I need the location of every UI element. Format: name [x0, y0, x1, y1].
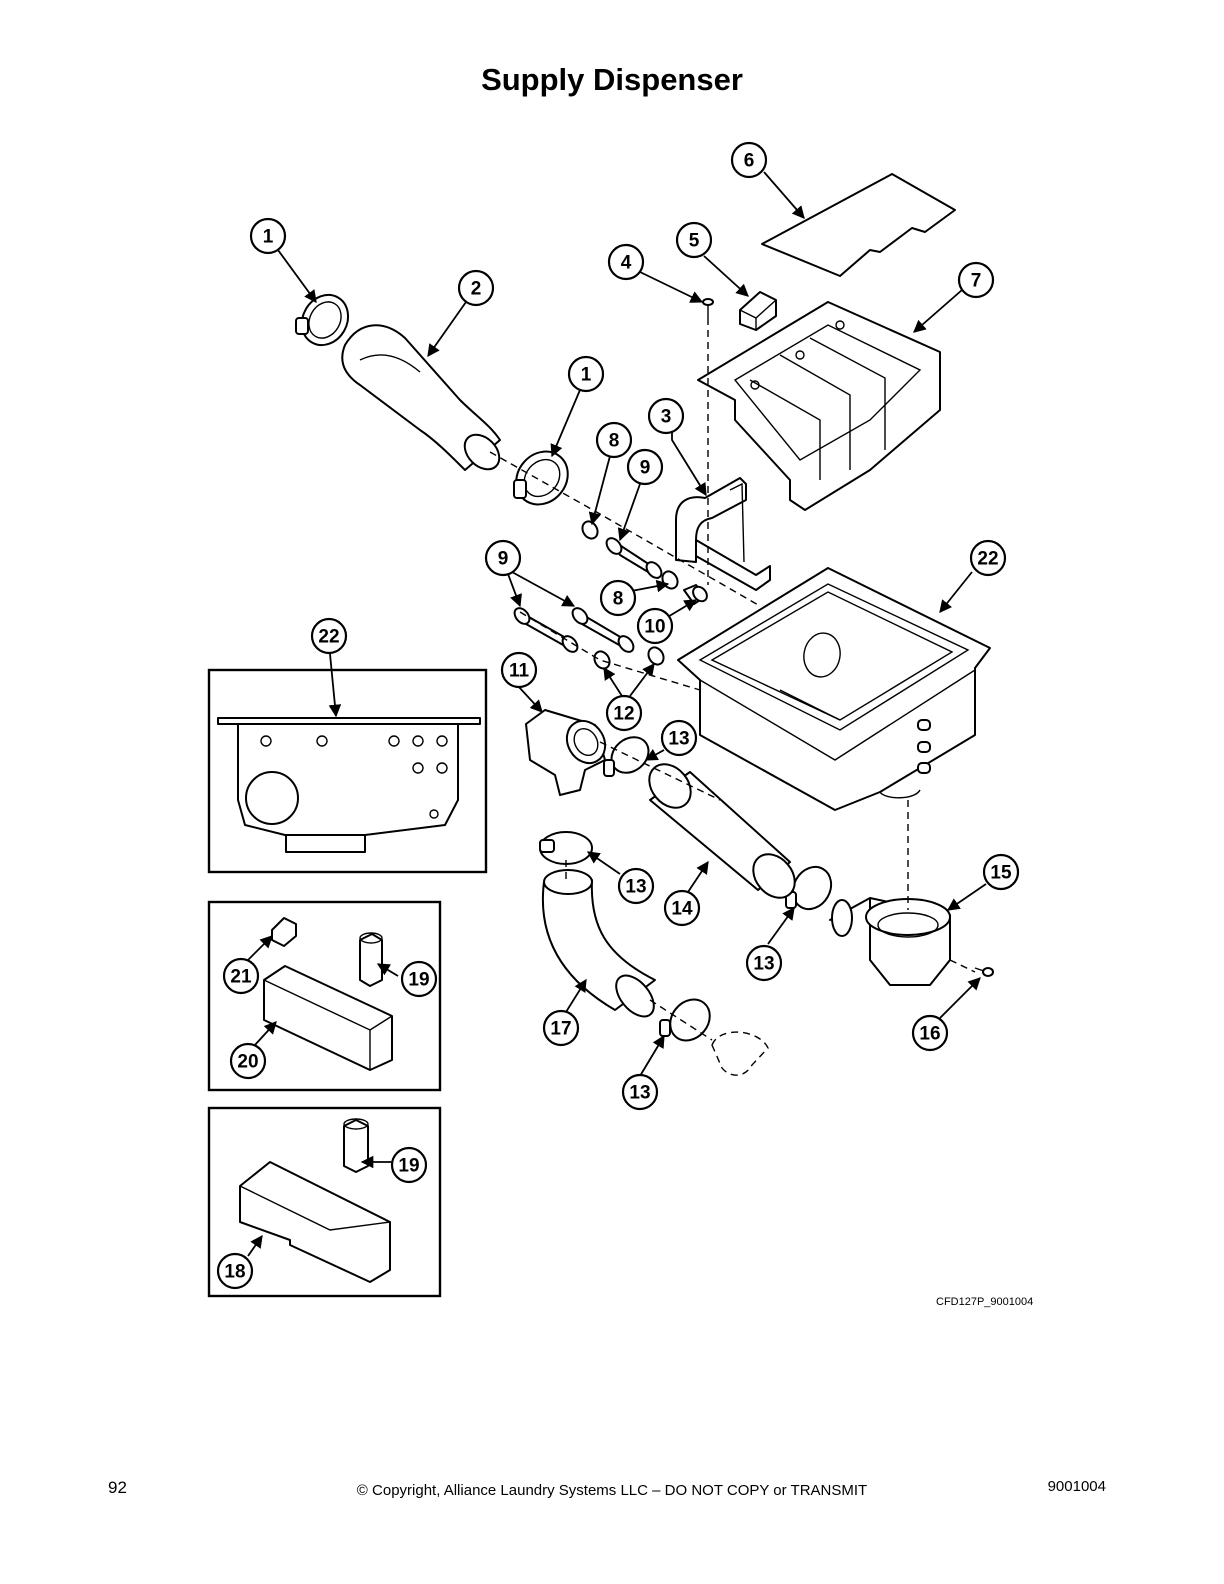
part-22-tub: [677, 567, 991, 811]
svg-text:13: 13: [629, 1083, 650, 1104]
part-7-dispenser-insert: [697, 301, 941, 511]
svg-text:8: 8: [613, 589, 624, 610]
part-13-clamp-c: [785, 865, 833, 911]
svg-text:5: 5: [689, 231, 700, 252]
svg-text:13: 13: [668, 729, 689, 750]
callout-18: 18: [216, 1252, 254, 1290]
drain-outline: [711, 1031, 769, 1076]
callout-13-d: 13: [621, 1073, 659, 1111]
callout-2: 2: [457, 269, 495, 307]
part-1-clamp-lower: [513, 450, 569, 506]
svg-text:13: 13: [753, 954, 774, 975]
callout-10: 10: [636, 607, 674, 645]
part-12-rings: [593, 646, 665, 670]
svg-text:12: 12: [613, 704, 634, 725]
callout-13-a: 13: [660, 719, 698, 757]
svg-text:22: 22: [318, 627, 339, 648]
callout-8-lower: 8: [599, 579, 637, 617]
callout-8-upper: 8: [595, 421, 633, 459]
svg-text:19: 19: [408, 970, 429, 991]
callout-15: 15: [982, 853, 1020, 891]
svg-text:1: 1: [581, 365, 592, 386]
part-16-screw: [974, 967, 994, 977]
callout-19-lower: 19: [390, 1146, 428, 1184]
leader-lines: [247, 171, 987, 1257]
svg-text:8: 8: [609, 431, 620, 452]
part-13-clamp-b: [539, 831, 593, 865]
page-title: Supply Dispenser: [481, 62, 743, 97]
svg-text:7: 7: [971, 271, 982, 292]
callout-13-c: 13: [745, 944, 783, 982]
part-6-cover-plate: [761, 173, 956, 277]
callout-3: 3: [647, 397, 685, 435]
callout-20: 20: [229, 1042, 267, 1080]
svg-text:15: 15: [990, 863, 1012, 884]
part-14-hose: [648, 763, 796, 899]
callout-9-lower: 9: [484, 539, 522, 577]
part-2-hose: [341, 324, 501, 471]
svg-text:11: 11: [509, 661, 530, 682]
svg-text:1: 1: [263, 227, 274, 248]
inset-22-front-view: [207, 668, 488, 874]
part-13-clamp-d: [659, 998, 711, 1042]
part-15-funnel: [829, 897, 951, 986]
svg-text:10: 10: [644, 617, 665, 638]
svg-text:6: 6: [744, 151, 755, 172]
svg-text:14: 14: [671, 899, 693, 920]
callout-7: 7: [957, 261, 995, 299]
callout-4: 4: [607, 243, 645, 281]
callout-13-b: 13: [617, 867, 655, 905]
svg-text:20: 20: [237, 1052, 258, 1073]
svg-text:21: 21: [230, 967, 252, 988]
figure-id: CFD127P_9001004: [936, 1296, 1034, 1308]
part-9-tube-upper: [605, 537, 663, 579]
svg-text:3: 3: [661, 407, 672, 428]
svg-text:2: 2: [471, 279, 482, 300]
part-8-ring-upper: [581, 520, 599, 540]
part-10-fitting: [683, 584, 708, 605]
callout-16: 16: [911, 1014, 949, 1052]
part-9-tubes-lower: [513, 607, 635, 653]
svg-text:9: 9: [640, 458, 651, 479]
svg-text:19: 19: [398, 1156, 419, 1177]
svg-text:9: 9: [498, 549, 509, 570]
part-13-clamp-a: [603, 736, 650, 777]
document-number: 9001004: [1047, 1478, 1106, 1495]
svg-text:13: 13: [625, 877, 646, 898]
svg-text:18: 18: [224, 1262, 245, 1283]
callout-17: 17: [542, 1009, 580, 1047]
svg-text:17: 17: [550, 1019, 571, 1040]
callout-22-main: 22: [969, 539, 1007, 577]
part-5-clip: [739, 291, 777, 331]
callout-14: 14: [663, 889, 701, 927]
callout-11: 11: [500, 651, 538, 689]
callout-19-upper: 19: [400, 960, 438, 998]
part-3-tube: [675, 477, 771, 591]
inset-18-tray: [207, 1106, 442, 1298]
part-8-ring-lower: [661, 570, 679, 590]
part-1-clamp-upper: [295, 293, 350, 347]
inset-20-tray: [207, 900, 442, 1092]
copyright-notice: © Copyright, Alliance Laundry Systems LL…: [356, 1482, 868, 1499]
callout-1-upper: 1: [249, 217, 287, 255]
callout-5: 5: [675, 221, 713, 259]
callout-22-inset: 22: [310, 617, 348, 655]
page-number: 92: [108, 1478, 127, 1497]
svg-text:4: 4: [621, 253, 632, 274]
part-4-screw: [702, 298, 714, 318]
callout-6: 6: [730, 141, 768, 179]
callout-21: 21: [222, 957, 260, 995]
callout-12: 12: [605, 694, 643, 732]
part-17-elbow-hose: [541, 869, 656, 1018]
svg-text:22: 22: [977, 549, 998, 570]
svg-text:16: 16: [919, 1024, 940, 1045]
callout-1-lower: 1: [567, 355, 605, 393]
callout-9-upper: 9: [626, 448, 664, 486]
part-11-valve: [525, 709, 607, 796]
